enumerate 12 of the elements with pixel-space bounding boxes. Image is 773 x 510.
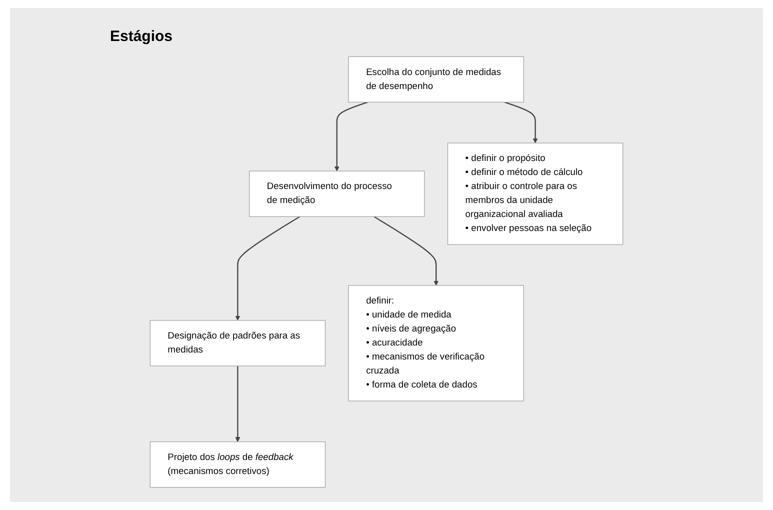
arrow	[235, 366, 240, 442]
node-box: Escolha do conjunto de medidas de desempenho	[348, 56, 524, 102]
arrow	[235, 216, 300, 321]
node-box: • definir o propósito • definir o método de cálculo • atribuir o controle para os membros da unidade organizacional avaliada • envolver pessoas na seleção	[447, 142, 624, 245]
node-box: Projeto dos loops de feedback (mecanismos corretivos)	[150, 442, 326, 488]
arrow	[504, 102, 538, 144]
node-box: Desenvolvimento do processo de medição	[249, 170, 425, 217]
node-box: Designação de padrões para as medidas	[150, 320, 326, 366]
title: Estágios	[110, 28, 173, 45]
arrow	[374, 216, 439, 286]
arrow	[334, 102, 368, 172]
node-box: definir: • unidade de medida • níveis de agregação • acuracidade • mecanismos de verificação cruzada • forma de coleta de dados	[348, 285, 524, 402]
